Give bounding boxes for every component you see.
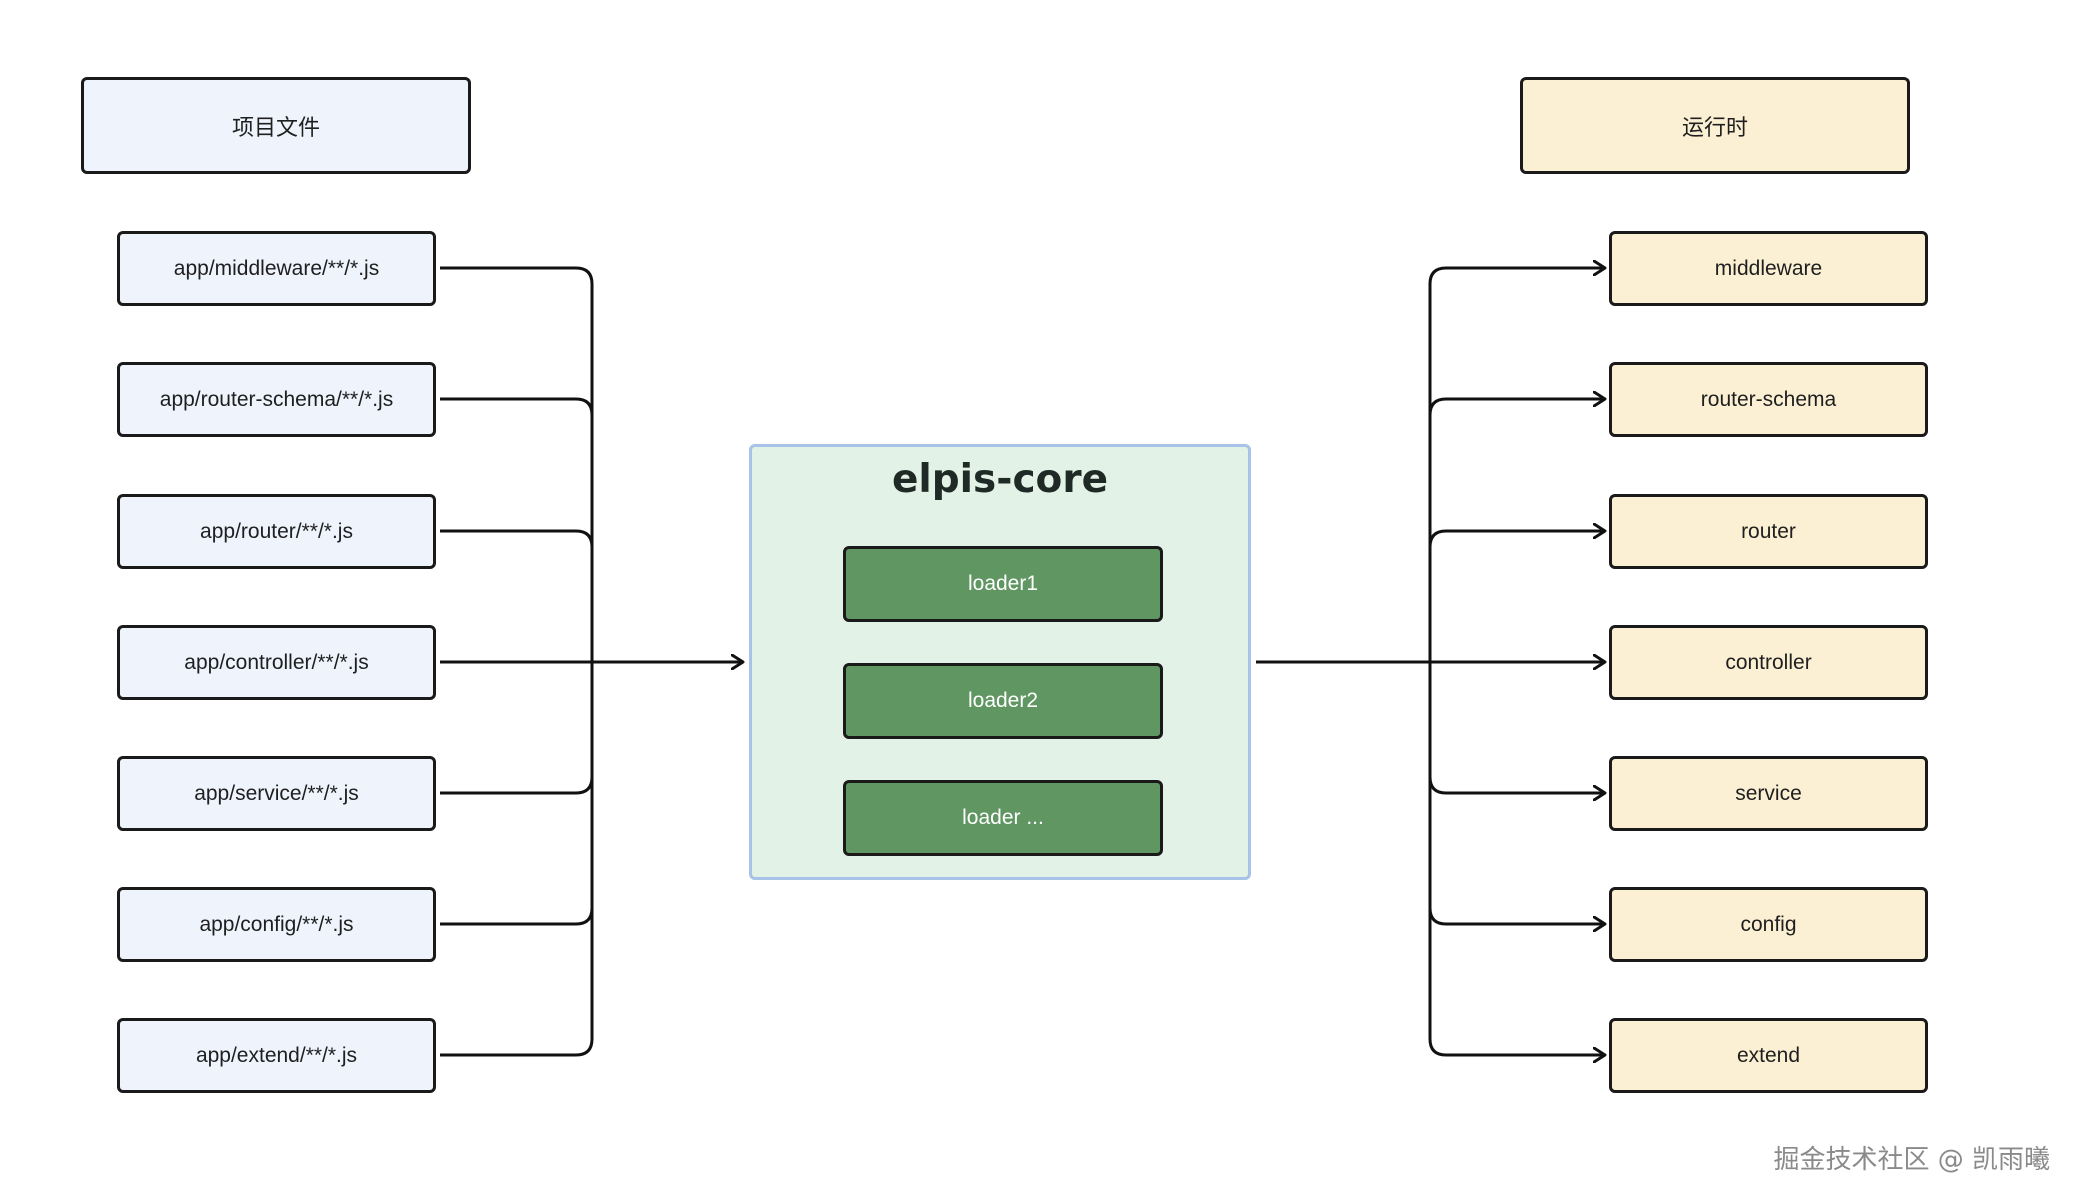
loader-node-more: loader ... bbox=[843, 780, 1163, 856]
runtime-item-middleware: middleware bbox=[1609, 231, 1928, 306]
runtime-item-service: service bbox=[1609, 756, 1928, 831]
connector-source-extend bbox=[440, 662, 594, 1057]
watermark: 掘金技术社区 @ 凯雨曦 bbox=[1773, 1145, 2050, 1175]
connector-source-config bbox=[440, 907, 594, 926]
connector-source-router-schema bbox=[440, 397, 594, 416]
runtime-item-config: config bbox=[1609, 887, 1928, 962]
source-file-middleware: app/middleware/**/*.js bbox=[117, 231, 436, 306]
loader-node-1: loader1 bbox=[843, 546, 1163, 622]
connector-source-service bbox=[440, 776, 594, 795]
project-files-header: 项目文件 bbox=[81, 77, 471, 174]
source-file-router-schema: app/router-schema/**/*.js bbox=[117, 362, 436, 437]
connector-runtime-config bbox=[1428, 907, 1605, 924]
connector-runtime-extend bbox=[1428, 1038, 1605, 1055]
runtime-item-router-schema: router-schema bbox=[1609, 362, 1928, 437]
connector-runtime-bus bbox=[1428, 266, 1447, 1039]
runtime-item-extend: extend bbox=[1609, 1018, 1928, 1093]
runtime-item-controller: controller bbox=[1609, 625, 1928, 700]
elpis-core-title: elpis-core bbox=[891, 457, 1109, 502]
connector-runtime-service bbox=[1428, 776, 1605, 793]
source-file-controller: app/controller/**/*.js bbox=[117, 625, 436, 700]
connector-source-router bbox=[440, 529, 594, 548]
elpis-core-box: elpis-core loader1 loader2 loader ... bbox=[749, 444, 1251, 880]
connector-source-middleware bbox=[440, 266, 594, 662]
connector-runtime-router-schema bbox=[1428, 399, 1605, 416]
source-file-extend: app/extend/**/*.js bbox=[117, 1018, 436, 1093]
loader-node-2: loader2 bbox=[843, 663, 1163, 739]
source-file-config: app/config/**/*.js bbox=[117, 887, 436, 962]
runtime-item-router: router bbox=[1609, 494, 1928, 569]
source-file-service: app/service/**/*.js bbox=[117, 756, 436, 831]
connector-runtime-router bbox=[1428, 531, 1605, 548]
source-file-router: app/router/**/*.js bbox=[117, 494, 436, 569]
runtime-header: 运行时 bbox=[1520, 77, 1910, 174]
